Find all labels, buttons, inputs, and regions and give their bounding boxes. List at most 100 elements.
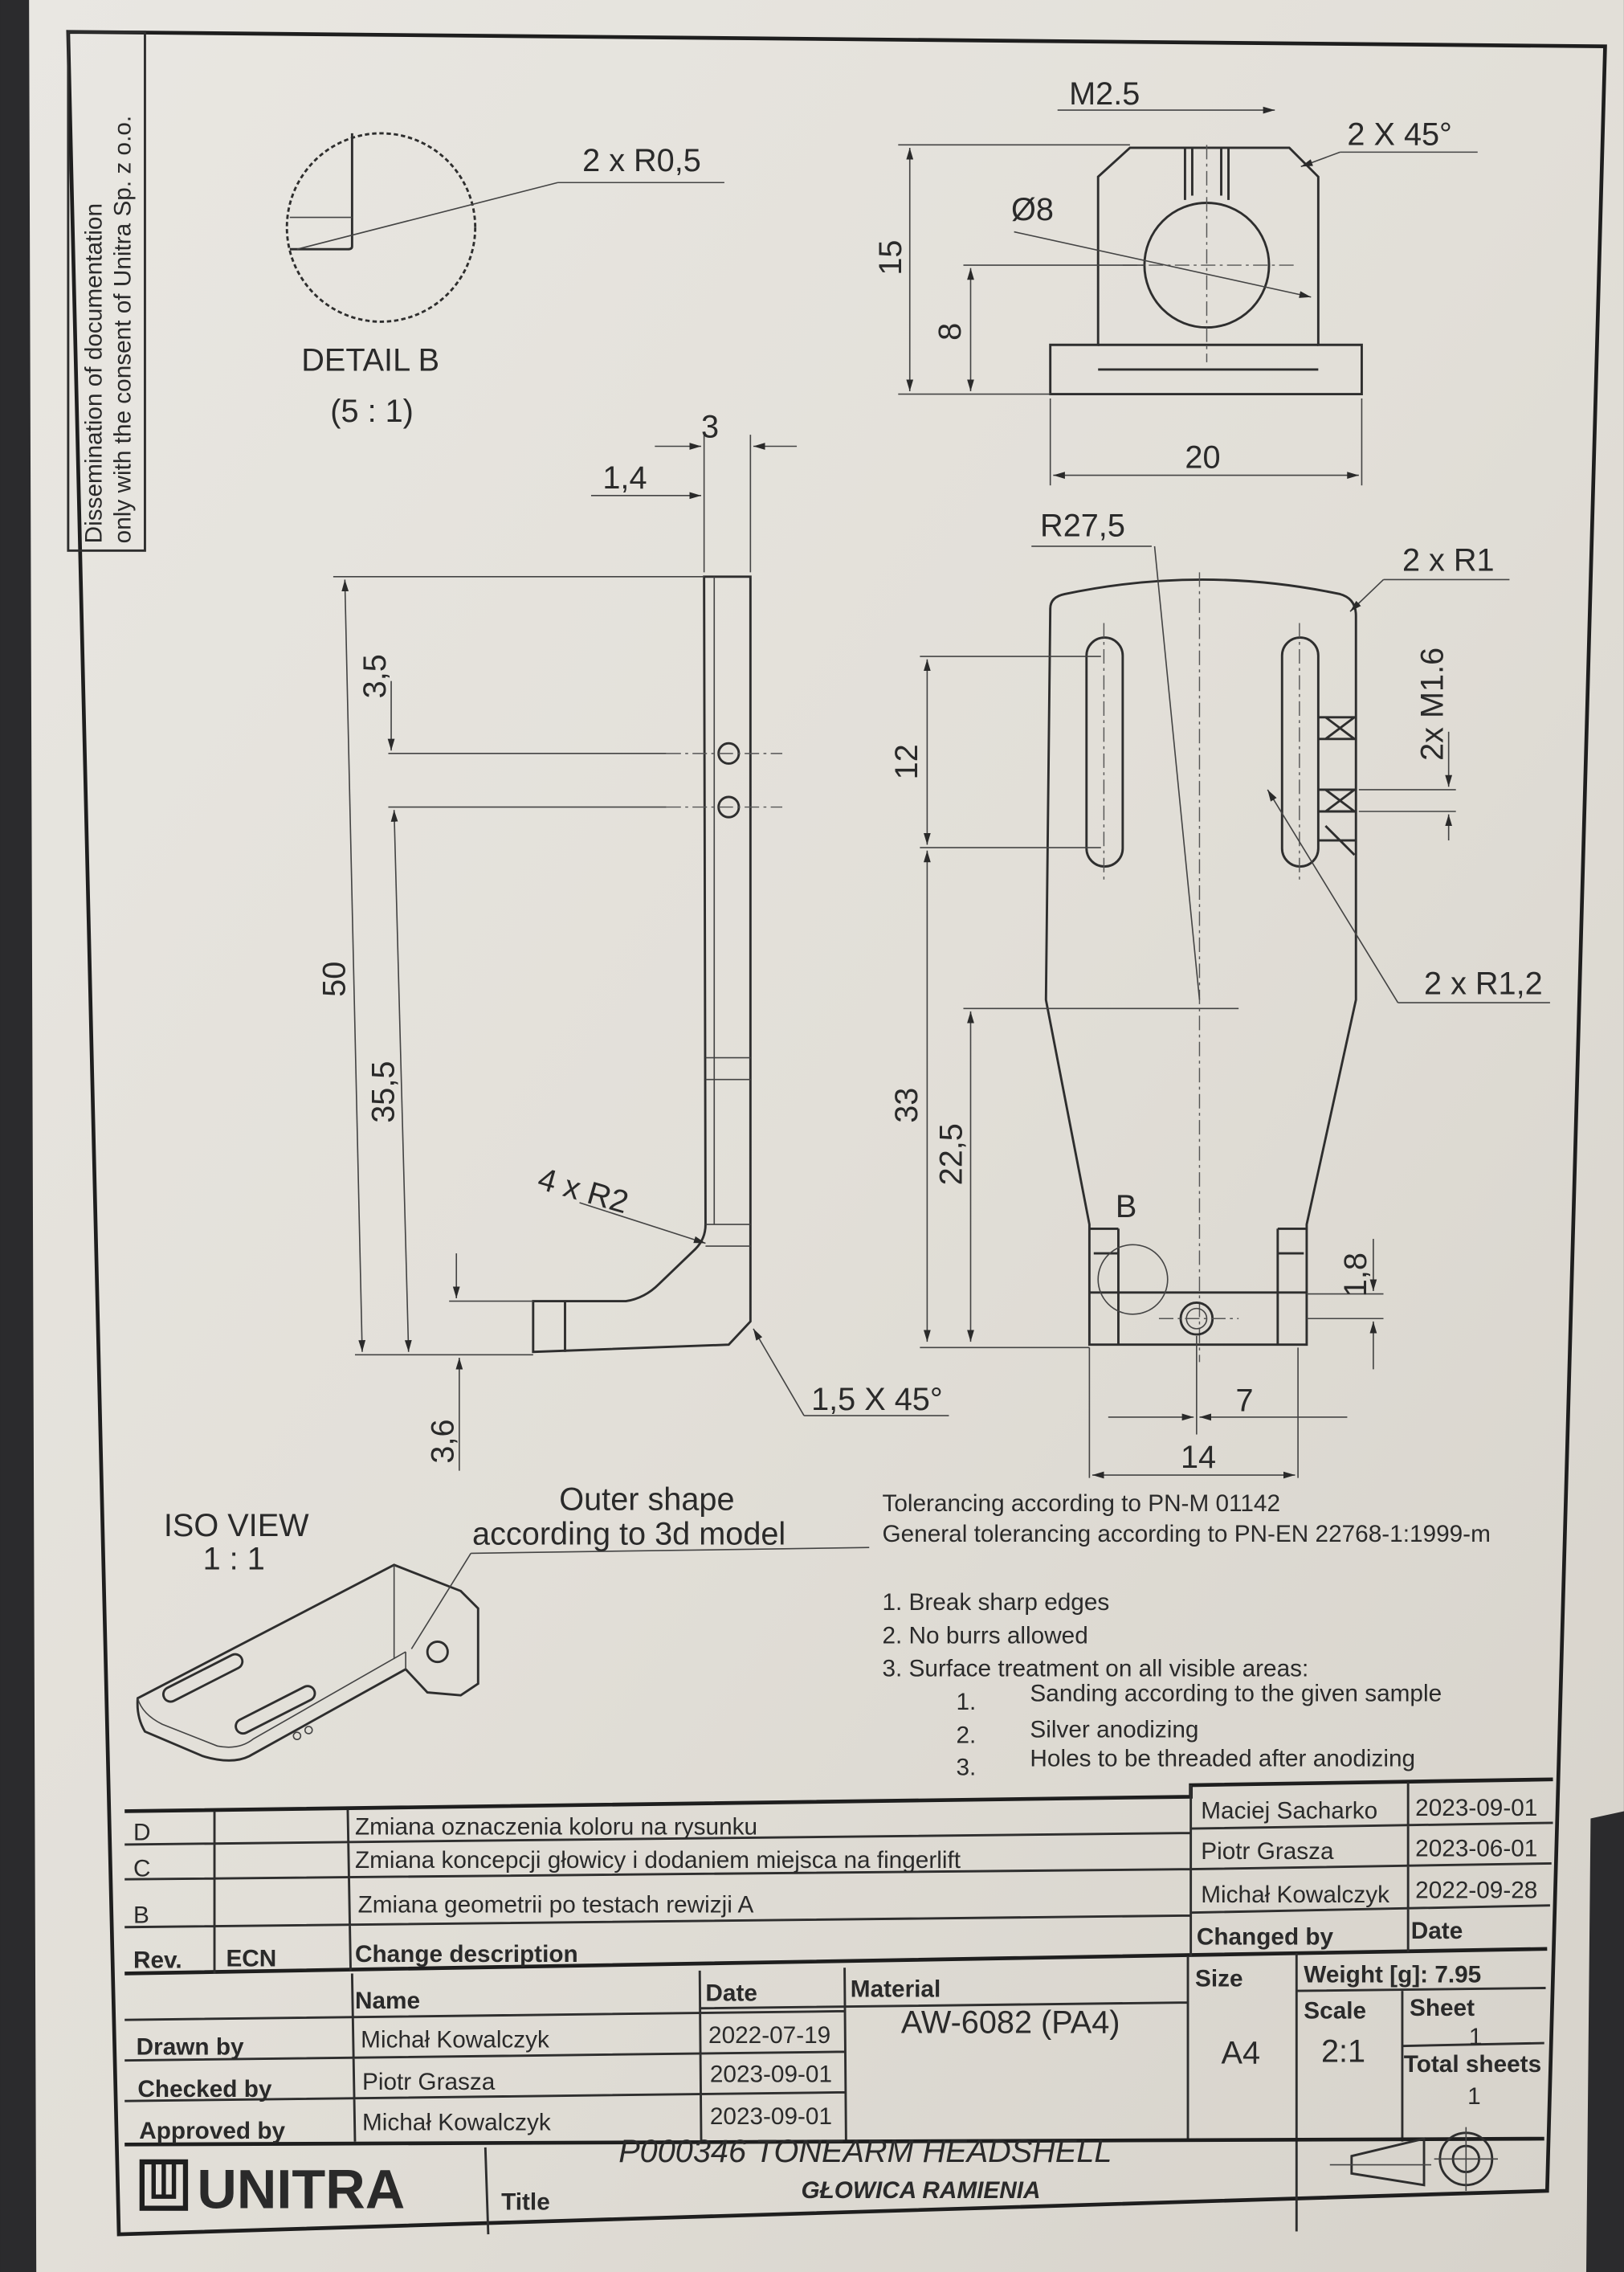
signoff-date-header: Date: [705, 1980, 757, 2007]
dim-7: 7: [1236, 1383, 1254, 1419]
drawing-subtitle: GŁOWICA RAMIENIA: [801, 2177, 1040, 2204]
rev-d-date: 2023-09-01: [1415, 1795, 1537, 1821]
side-note-line-1: Dissemination of documentation: [80, 203, 107, 543]
unitra-logo: UNITRA: [139, 2159, 405, 2221]
iso-view: ISO VIEW 1 : 1: [136, 1508, 870, 1762]
dim-33: 33: [889, 1088, 924, 1123]
front-view: R27,5 2 x R1 2x M1.6 12 33 22,5 B 2 x R1…: [889, 508, 1550, 1479]
detail-b-title: DETAIL B: [301, 343, 439, 378]
detail-b-boundary: [285, 132, 477, 323]
rev-c-description: Zmiana koncepcji głowicy i dodaniem miej…: [355, 1847, 961, 1874]
corner-radii-label: 2 x R1: [1402, 543, 1495, 578]
slot-length-dim: 12: [889, 744, 924, 779]
title-label: Title: [501, 2188, 550, 2215]
outer-shape-note-1: Outer shape: [559, 1481, 734, 1517]
material-value: AW-6082 (PA4): [901, 2004, 1120, 2040]
revision-table: D Zmiana oznaczenia koloru na rysunku Ma…: [124, 1777, 1553, 1976]
outer-shape-note-2: according to 3d model: [472, 1517, 785, 1552]
general-tolerancing-note: General tolerancing according to PN-EN 2…: [882, 1521, 1490, 1547]
sub-item-3-text: Holes to be threaded after anodizing: [1030, 1746, 1415, 1772]
rev-header: Rev.: [133, 1947, 182, 1973]
side-note-line-2: only with the consent of Unitra Sp. z o.…: [109, 116, 136, 543]
rev-d: D: [133, 1820, 151, 1846]
checked-by-date: 2023-09-01: [710, 2062, 832, 2088]
note-item-1: 1. Break sharp edges: [882, 1589, 1109, 1616]
dissemination-note: Dissemination of documentation only with…: [67, 31, 146, 552]
drawn-by-date: 2022-07-19: [708, 2022, 830, 2049]
scale-value: 2:1: [1321, 2033, 1365, 2069]
notes: Outer shape according to 3d model Tolera…: [472, 1481, 1491, 1780]
scale-label: Scale: [1304, 1997, 1366, 2024]
approved-by-label: Approved by: [139, 2118, 285, 2144]
drawing-frame: [66, 30, 1607, 2237]
iso-part-shape: [136, 1563, 479, 1762]
approved-by-date: 2023-09-01: [710, 2103, 832, 2130]
detail-b-reference: B: [1116, 1189, 1136, 1224]
foot-dim: 3,6: [426, 1419, 461, 1463]
weight-value: Weight [g]: 7.95: [1304, 1961, 1481, 1988]
changed-by-header: Changed by: [1197, 1923, 1334, 1950]
thread-label: M2.5: [1069, 76, 1140, 112]
projection-symbol-icon: [1329, 2127, 1498, 2191]
rev-d-changed-by: Maciej Sacharko: [1201, 1797, 1377, 1824]
sheet-value: 1: [1469, 2024, 1483, 2050]
name-header: Name: [355, 1988, 420, 2014]
sub-item-1-text: Sanding according to the given sample: [1030, 1680, 1442, 1706]
weight-text: Weight [g]: 7.95: [1304, 1961, 1481, 1988]
thread-m16-label: 2x M1.6: [1414, 648, 1450, 761]
paper-sheet: [29, 0, 1624, 2272]
sub-item-2-num: 2.: [956, 1722, 976, 1749]
note-item-3: 3. Surface treatment on all visible area…: [882, 1656, 1308, 1682]
sub-item-3-num: 3.: [956, 1754, 976, 1780]
rev-b-description: Zmiana geometrii po testach rewizji A: [358, 1892, 754, 1919]
description-header: Change description: [355, 1941, 578, 1968]
rev-c: C: [133, 1856, 151, 1882]
material-label: Material: [851, 1976, 941, 2002]
arc-radius-label: R27,5: [1040, 508, 1125, 543]
rev-c-date: 2023-06-01: [1415, 1835, 1537, 1861]
chamfer-15-label: 1,5 X 45°: [811, 1382, 943, 1417]
rev-b: B: [133, 1902, 149, 1928]
length-dim: 50: [316, 962, 352, 997]
slot-radii-label: 2 x R1,2: [1424, 966, 1543, 1001]
iso-view-title: ISO VIEW: [164, 1508, 309, 1543]
size-value: A4: [1222, 2035, 1261, 2070]
drawn-by-label: Drawn by: [137, 2033, 244, 2060]
width-dim-3: 3: [701, 410, 719, 445]
rev-b-date: 2022-09-28: [1415, 1878, 1537, 1904]
checked-by-name: Piotr Grasza: [362, 2069, 496, 2095]
total-sheets-label: Total sheets: [1404, 2051, 1541, 2078]
top-view: M2.5 2 X 45° Ø8 15 8 20: [873, 76, 1478, 486]
approved-by-name: Michał Kowalczyk: [362, 2109, 551, 2135]
note-item-2: 2. No burrs allowed: [882, 1622, 1087, 1649]
rev-b-changed-by: Michał Kowalczyk: [1201, 1882, 1389, 1908]
rev-d-description: Zmiana oznaczenia koloru na rysunku: [355, 1813, 757, 1840]
drawn-by-name: Michał Kowalczyk: [361, 2026, 549, 2053]
dim-1-8: 1,8: [1338, 1252, 1373, 1297]
thickness-dim: 1,4: [602, 460, 647, 496]
chamfer-label: 2 X 45°: [1347, 116, 1452, 152]
sub-item-2-text: Silver anodizing: [1030, 1716, 1198, 1743]
width-dim: 20: [1185, 440, 1220, 476]
detail-b-radius-label: 2 x R0,5: [582, 143, 701, 178]
hole-offset-dim: 3,5: [357, 654, 393, 698]
sheet-label: Sheet: [1410, 1995, 1475, 2021]
checked-by-label: Checked by: [137, 2076, 271, 2102]
dim-14: 14: [1181, 1440, 1216, 1475]
detail-b-scale: (5 : 1): [330, 394, 414, 429]
total-sheets-value: 1: [1467, 2083, 1481, 2110]
tolerancing-note: Tolerancing according to PN-M 01142: [882, 1490, 1280, 1517]
iso-view-scale: 1 : 1: [203, 1541, 265, 1576]
height-dim: 15: [873, 240, 908, 276]
center-height-dim: 8: [932, 323, 968, 341]
size-label: Size: [1195, 1966, 1243, 1992]
hole-position-dim: 35,5: [366, 1061, 402, 1123]
ecn-header: ECN: [226, 1945, 276, 1972]
date-header: Date: [1411, 1918, 1463, 1944]
drawing-title: P000346 TONEARM HEADSHELL: [618, 2134, 1112, 2169]
rev-c-changed-by: Piotr Grasza: [1201, 1838, 1334, 1865]
detail-b-view: 2 x R0,5 DETAIL B (5 : 1): [285, 132, 724, 429]
logo-text: UNITRA: [197, 2159, 405, 2221]
sub-item-1-num: 1.: [956, 1689, 976, 1715]
